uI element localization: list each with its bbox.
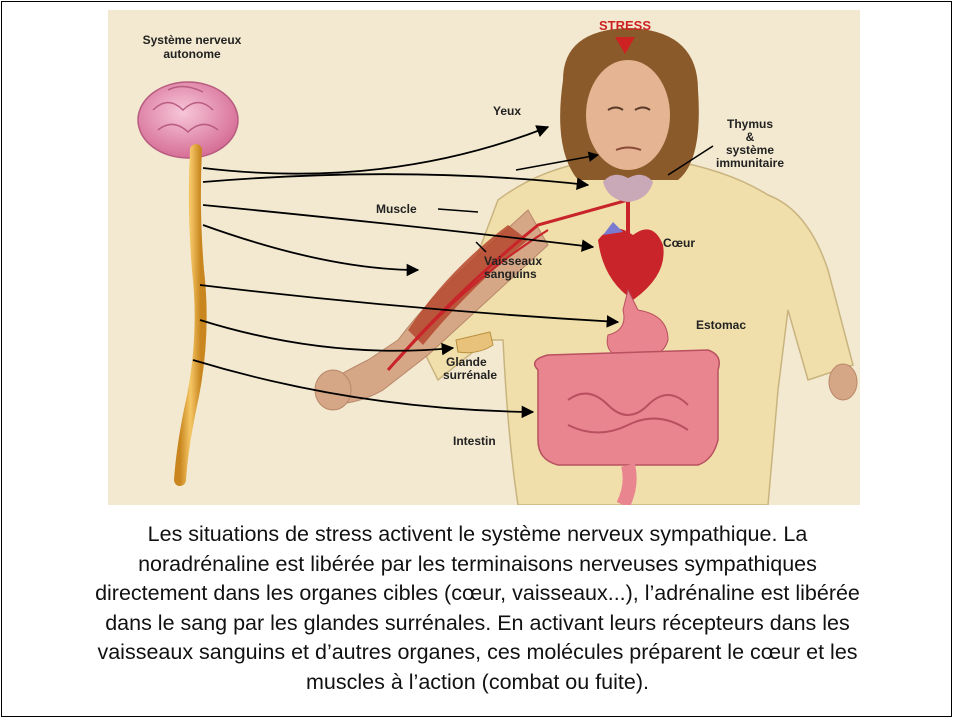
label-thymus-4: immunitaire — [716, 156, 784, 170]
label-nervous-system-2: autonome — [163, 47, 221, 61]
label-stomach: Estomac — [696, 318, 746, 332]
label-adrenal-1: Glande — [446, 355, 487, 369]
brain-shape — [138, 82, 238, 158]
label-nervous-system-1: Système nerveux — [143, 33, 242, 47]
label-thymus-2: & — [746, 130, 755, 144]
label-eyes: Yeux — [493, 104, 521, 118]
stress-illustration: STRESS Système nerveux autonome Yeux Thy… — [108, 10, 860, 505]
label-muscle: Muscle — [376, 202, 417, 216]
caption-line: noradrénaline est libérée par les termin… — [20, 550, 935, 580]
caption-line: vaisseaux sanguins et d’autres organes, … — [20, 638, 935, 668]
label-thymus-1: Thymus — [727, 117, 773, 131]
caption-line: directement dans les organes cibles (cœu… — [20, 579, 935, 609]
label-vessels-2: sanguins — [484, 267, 537, 281]
label-adrenal-2: surrénale — [443, 368, 497, 382]
label-thymus-3: système — [726, 143, 774, 157]
caption-text: Les situations de stress activent le sys… — [20, 520, 935, 697]
caption-line: dans le sang par les glandes surrénales.… — [20, 609, 935, 639]
label-heart: Cœur — [663, 236, 695, 250]
caption-line: Les situations de stress activent le sys… — [20, 520, 935, 550]
label-vessels-1: Vaisseaux — [484, 254, 542, 268]
caption-line: muscles à l’action (combat ou fuite). — [20, 668, 935, 698]
label-intestine: Intestin — [453, 434, 496, 448]
stress-title: STRESS — [599, 18, 651, 33]
